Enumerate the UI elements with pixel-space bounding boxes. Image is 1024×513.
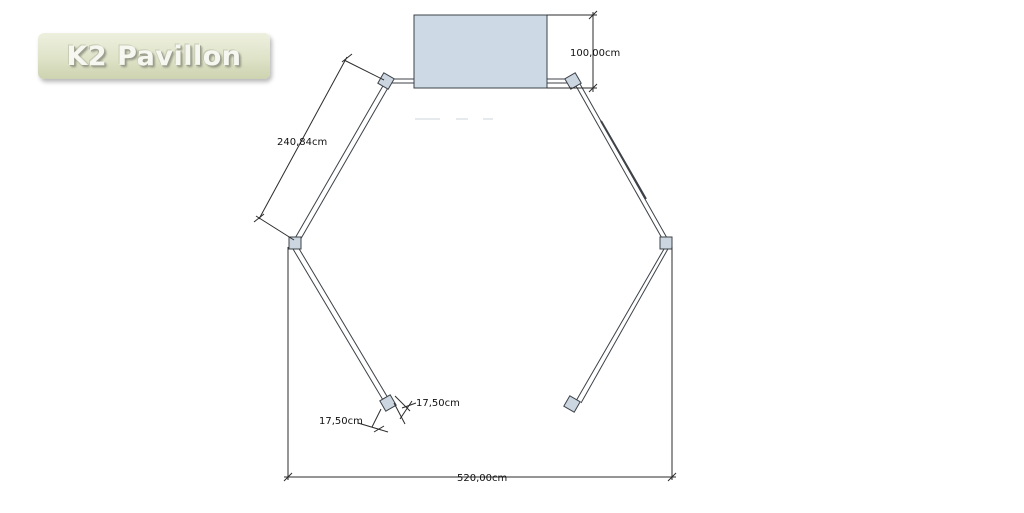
post-top-right [564, 72, 582, 90]
dimension-side-length [253, 53, 385, 241]
dimension-post-width [357, 395, 417, 433]
label-post-width-right: 17,50cm [416, 398, 460, 409]
post-mid-left [288, 236, 302, 250]
logo-text: K2 Pavillon [66, 40, 242, 72]
post-mid-right [659, 236, 673, 250]
k2-pavillon-logo: K2 Pavillon [38, 33, 270, 79]
post-top-left [377, 72, 395, 90]
table-rect [413, 14, 548, 89]
dimension-table-depth [547, 10, 598, 93]
frame-rails [292, 78, 670, 404]
label-side-length: 240,84cm [277, 137, 327, 148]
label-table-depth: 100,00cm [570, 48, 620, 59]
label-total-width: 520,00cm [457, 473, 507, 484]
dimension-total-width [283, 247, 677, 482]
posts [288, 72, 673, 413]
post-bottom-right [563, 395, 581, 413]
post-bottom-left [379, 394, 397, 412]
label-post-width-left: 17,50cm [319, 416, 363, 427]
